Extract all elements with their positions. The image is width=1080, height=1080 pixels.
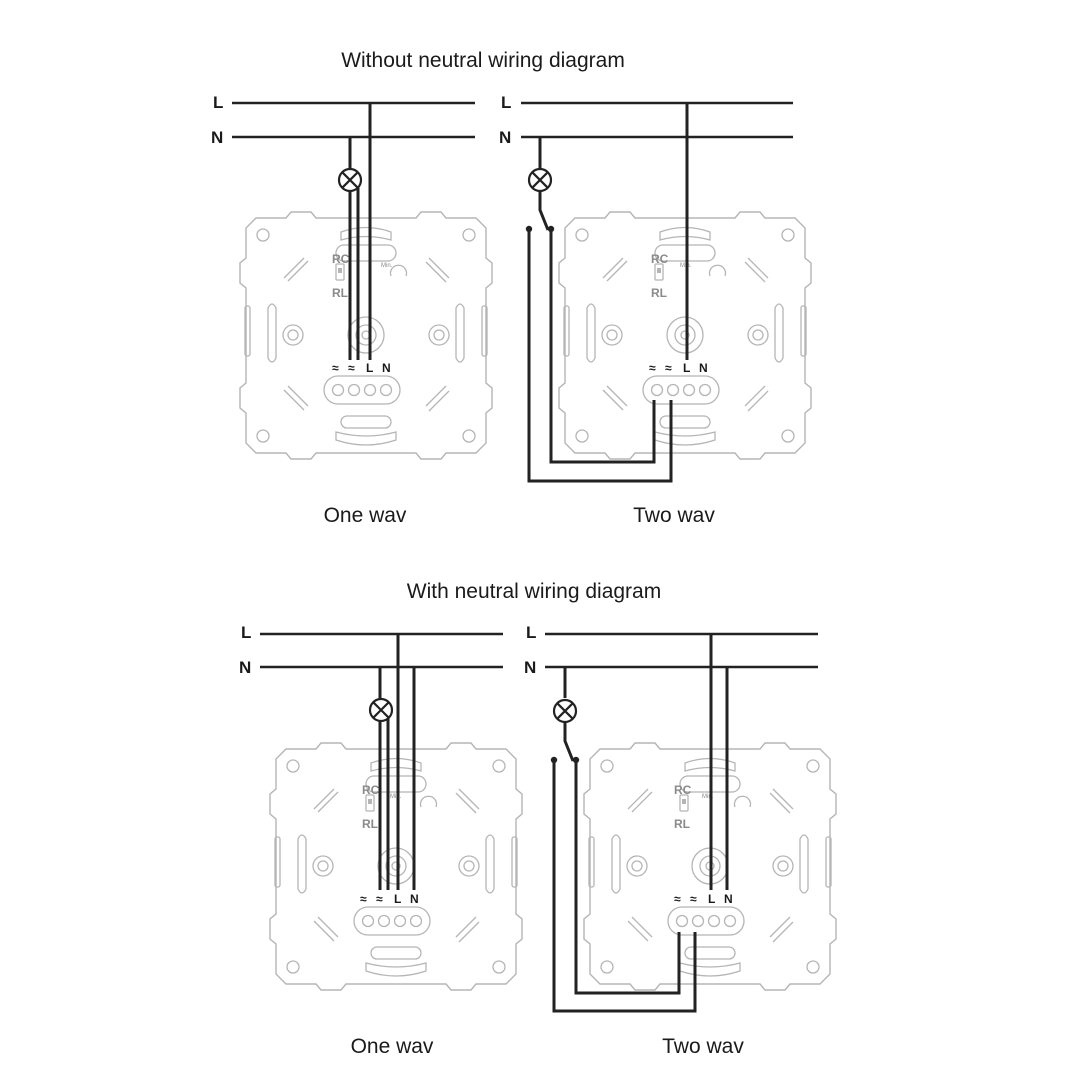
neutral-bus-label: N — [524, 658, 536, 677]
terminal-label-neutral: N — [724, 892, 733, 906]
switch-label-top: RC — [674, 783, 692, 797]
dimmer-module: RC RL Min. ≈ ≈ L N — [269, 742, 523, 991]
neutral-bus-label: N — [239, 658, 251, 677]
switch-lever — [538, 192, 550, 231]
terminal-label-load-1: ≈ — [332, 361, 339, 375]
terminal-label-line: L — [708, 892, 715, 906]
traveller-wire — [574, 760, 681, 995]
dimmer-module: RC RL Min. ≈ ≈ L N — [558, 211, 812, 460]
lamp-icon — [527, 167, 553, 193]
diagram-caption: Two wav — [662, 1035, 744, 1058]
knob-label: Min. — [390, 794, 402, 800]
terminal-label-neutral: N — [382, 361, 391, 375]
knob-label: Min. — [702, 794, 714, 800]
terminal-label-load-2: ≈ — [690, 892, 697, 906]
section-title: Without neutral wiring diagram — [341, 49, 625, 72]
terminal-label-line: L — [394, 892, 401, 906]
terminal-label-load-1: ≈ — [649, 361, 656, 375]
diagram-caption: One wav — [351, 1035, 434, 1058]
switch-label-top: RC — [362, 783, 380, 797]
knob-label: Min. — [381, 263, 393, 269]
switch-label-top: RC — [332, 252, 350, 266]
line-bus-label: L — [526, 623, 536, 642]
traveller-wire — [527, 229, 673, 483]
terminal-label-neutral: N — [410, 892, 419, 906]
neutral-bus-label: N — [499, 128, 511, 147]
terminal-label-load-1: ≈ — [360, 892, 367, 906]
dimmer-module: RC RL Min. ≈ ≈ L N — [239, 211, 493, 460]
terminal-label-load-1: ≈ — [674, 892, 681, 906]
terminal-label-line: L — [366, 361, 373, 375]
diagram-caption: Two wav — [633, 504, 715, 527]
terminal-label-load-2: ≈ — [376, 892, 383, 906]
two-wav-diagram: L N RC RL Min. ≈ ≈ L N Two wav — [524, 623, 837, 1058]
switch-label-top: RC — [651, 252, 669, 266]
diagram-caption: One wav — [324, 504, 407, 527]
switch-lever — [563, 723, 575, 762]
neutral-bus-label: N — [211, 128, 223, 147]
two-wav-diagram: L N RC RL Min. ≈ ≈ L N Two wav — [499, 93, 812, 527]
terminal-label-neutral: N — [699, 361, 708, 375]
lamp-icon — [337, 167, 363, 193]
terminal-label-load-2: ≈ — [665, 361, 672, 375]
traveller-wire — [549, 229, 656, 464]
section-title: With neutral wiring diagram — [407, 580, 661, 603]
one-wav-diagram: L N RC RL Min. ≈ ≈ L N One wav — [211, 93, 493, 527]
switch-label-bottom: RL — [674, 817, 690, 831]
line-bus-label: L — [213, 93, 223, 112]
lamp-icon — [368, 697, 394, 723]
line-bus-label: L — [241, 623, 251, 642]
traveller-wire — [552, 760, 697, 1013]
dimmer-module: RC RL Min. ≈ ≈ L N — [583, 742, 837, 991]
line-bus-label: L — [501, 93, 511, 112]
terminal-label-line: L — [683, 361, 690, 375]
switch-label-bottom: RL — [362, 817, 378, 831]
terminal-label-load-2: ≈ — [348, 361, 355, 375]
one-wav-diagram: L N RC RL Min. ≈ ≈ L N One wav — [239, 623, 523, 1058]
switch-label-bottom: RL — [651, 286, 667, 300]
lamp-icon — [552, 698, 578, 724]
switch-label-bottom: RL — [332, 286, 348, 300]
